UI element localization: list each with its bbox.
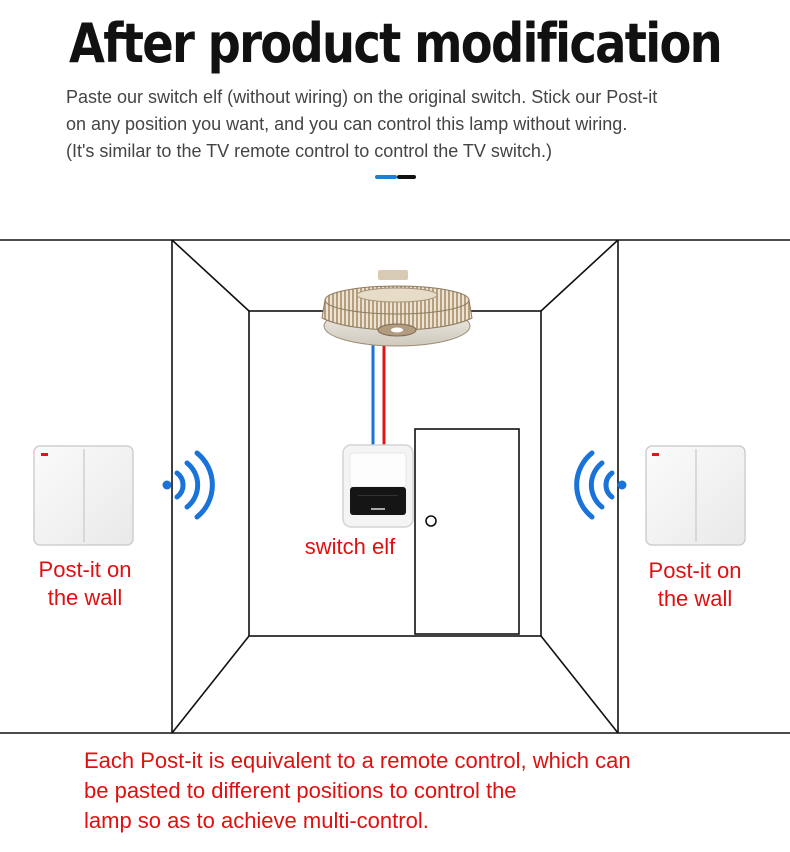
lamp-wires bbox=[371, 345, 386, 449]
post-it-right-label: Post-it on the wall bbox=[620, 557, 770, 613]
divider-accent bbox=[375, 175, 397, 179]
intro-text: Paste our switch elf (without wiring) on… bbox=[66, 84, 746, 165]
divider-dark bbox=[397, 175, 416, 179]
note-line: lamp so as to achieve multi-control. bbox=[84, 808, 429, 833]
label-line: the wall bbox=[657, 586, 733, 611]
page-title: After product modification bbox=[69, 12, 723, 75]
switch-elf-icon bbox=[342, 444, 414, 528]
bottom-note: Each Post-it is equivalent to a remote c… bbox=[84, 746, 784, 836]
switch-elf-label: switch elf bbox=[304, 534, 396, 559]
wifi-signal-icon bbox=[162, 450, 215, 520]
ceiling-lamp-icon bbox=[321, 270, 473, 347]
title-divider bbox=[375, 175, 416, 179]
label-line: the wall bbox=[47, 585, 123, 610]
post-it-left-label: Post-it on the wall bbox=[10, 556, 160, 612]
label-line: Post-it on bbox=[38, 557, 132, 582]
wall-switch-icon bbox=[645, 445, 746, 546]
label-line: Post-it on bbox=[648, 558, 742, 583]
wifi-signal-icon bbox=[574, 450, 627, 520]
room-diagram bbox=[0, 239, 790, 734]
intro-line: (It's similar to the TV remote control t… bbox=[66, 141, 552, 161]
intro-line: on any position you want, and you can co… bbox=[66, 114, 628, 134]
note-line: Each Post-it is equivalent to a remote c… bbox=[84, 748, 631, 773]
intro-line: Paste our switch elf (without wiring) on… bbox=[66, 87, 658, 107]
wall-switch-icon bbox=[33, 445, 134, 546]
left-wall bbox=[0, 239, 173, 734]
door-icon bbox=[414, 428, 520, 635]
note-line: be pasted to different positions to cont… bbox=[84, 778, 517, 803]
